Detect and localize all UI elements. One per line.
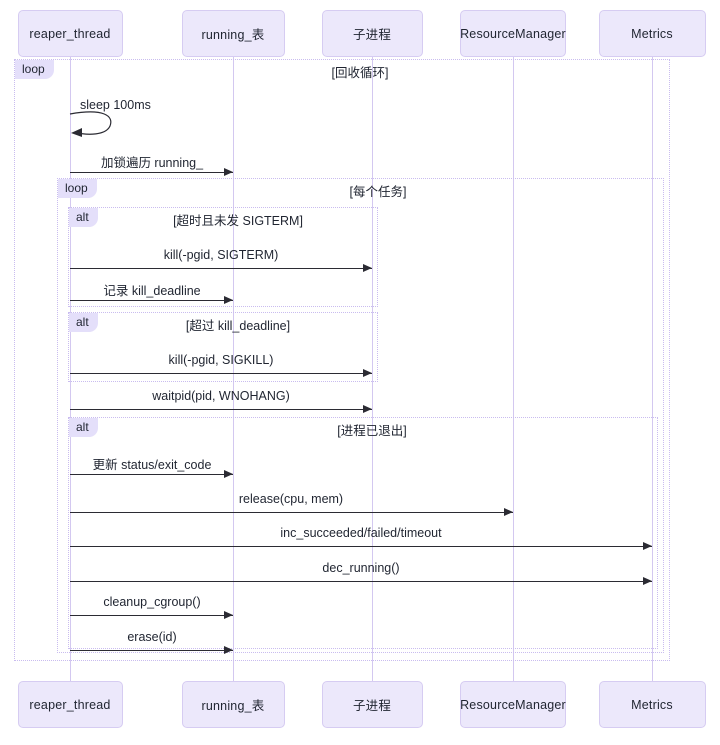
message-arrowhead-m-inc bbox=[643, 542, 652, 550]
fragment-condition-loop-inner: [每个任务] bbox=[349, 185, 407, 199]
message-line-m-erase bbox=[70, 650, 233, 651]
participant-label: reaper_thread bbox=[29, 697, 111, 712]
message-label-m-sleep: sleep 100ms bbox=[80, 98, 151, 112]
message-label-m-erase: erase(id) bbox=[127, 630, 177, 644]
lifeline-child bbox=[372, 57, 373, 681]
fragment-alt-killdeadline bbox=[68, 312, 378, 382]
fragment-alt-sigterm bbox=[68, 207, 378, 307]
fragment-label-alt-sigterm: alt bbox=[69, 208, 98, 227]
participant-label: 子进程 bbox=[352, 28, 392, 42]
lifeline-reaper bbox=[70, 57, 71, 681]
message-arrowhead-m-lock-iterate bbox=[224, 168, 233, 176]
message-line-m-inc bbox=[70, 546, 652, 547]
participant-bottom-metrics[interactable]: Metrics bbox=[598, 681, 706, 728]
message-label-m-dec: dec_running() bbox=[322, 561, 400, 575]
lifeline-metrics bbox=[652, 57, 653, 681]
fragment-condition-loop-outer: [回收循环] bbox=[331, 66, 389, 80]
fragment-label-alt-killdeadline: alt bbox=[69, 313, 98, 332]
message-label-m-kill-sigkill: kill(-pgid, SIGKILL) bbox=[168, 353, 274, 367]
message-label-m-release: release(cpu, mem) bbox=[238, 492, 344, 506]
fragment-condition-alt-exited: [进程已退出] bbox=[337, 424, 407, 438]
message-line-m-update-status bbox=[70, 474, 233, 475]
message-label-m-kill-sigterm: kill(-pgid, SIGTERM) bbox=[163, 248, 279, 262]
message-line-m-record-deadline bbox=[70, 300, 233, 301]
fragment-label-loop-inner: loop bbox=[58, 179, 97, 198]
fragment-condition-alt-killdeadline: [超过 kill_deadline] bbox=[185, 319, 291, 333]
message-label-m-record-deadline: 记录 kill_deadline bbox=[103, 284, 201, 298]
message-arrowhead-m-waitpid bbox=[363, 405, 372, 413]
message-line-m-dec bbox=[70, 581, 652, 582]
participant-label: Metrics bbox=[631, 26, 673, 41]
message-line-m-waitpid bbox=[70, 409, 372, 410]
lifeline-rm bbox=[513, 57, 514, 681]
message-label-m-cleanup: cleanup_cgroup() bbox=[103, 595, 201, 609]
participant-top-metrics[interactable]: Metrics bbox=[598, 10, 706, 57]
message-arrowhead-m-erase bbox=[224, 646, 233, 654]
message-line-m-lock-iterate bbox=[70, 172, 233, 173]
fragment-loop-inner bbox=[57, 178, 664, 653]
participant-top-child[interactable]: 子进程 bbox=[321, 10, 423, 57]
participant-bottom-rm[interactable]: ResourceManager bbox=[460, 681, 566, 728]
message-arrowhead-m-record-deadline bbox=[224, 296, 233, 304]
message-label-m-inc: inc_succeeded/failed/timeout bbox=[280, 526, 442, 540]
message-label-m-update-status: 更新 status/exit_code bbox=[92, 458, 212, 472]
message-arrowhead-m-kill-sigkill bbox=[363, 369, 372, 377]
message-line-m-kill-sigterm bbox=[70, 268, 372, 269]
message-label-m-waitpid: waitpid(pid, WNOHANG) bbox=[152, 389, 290, 403]
participant-label: ResourceManager bbox=[460, 26, 566, 41]
fragment-label-loop-outer: loop bbox=[15, 60, 54, 79]
participant-label: Metrics bbox=[631, 697, 673, 712]
participant-label: running_表 bbox=[201, 28, 265, 42]
participant-label: 子进程 bbox=[352, 699, 392, 713]
participant-top-reaper[interactable]: reaper_thread bbox=[17, 10, 123, 57]
message-arrowhead-m-update-status bbox=[224, 470, 233, 478]
participant-bottom-reaper[interactable]: reaper_thread bbox=[17, 681, 123, 728]
participant-top-rm[interactable]: ResourceManager bbox=[460, 10, 566, 57]
fragment-loop-outer bbox=[14, 59, 670, 661]
self-message-arrow-m-sleep bbox=[69, 106, 140, 146]
message-line-m-cleanup bbox=[70, 615, 233, 616]
participant-bottom-child[interactable]: 子进程 bbox=[321, 681, 423, 728]
fragment-label-alt-exited: alt bbox=[69, 418, 98, 437]
message-arrowhead-m-kill-sigterm bbox=[363, 264, 372, 272]
message-arrowhead-m-cleanup bbox=[224, 611, 233, 619]
participant-label: reaper_thread bbox=[29, 26, 111, 41]
lifeline-running bbox=[233, 57, 234, 681]
fragment-alt-exited bbox=[68, 417, 658, 649]
message-arrowhead-m-release bbox=[504, 508, 513, 516]
fragment-condition-alt-sigterm: [超时且未发 SIGTERM] bbox=[173, 214, 303, 228]
participant-top-running[interactable]: running_表 bbox=[181, 10, 285, 57]
message-line-m-kill-sigkill bbox=[70, 373, 372, 374]
message-arrowhead-m-dec bbox=[643, 577, 652, 585]
participant-label: running_表 bbox=[201, 699, 265, 713]
participant-bottom-running[interactable]: running_表 bbox=[181, 681, 285, 728]
participant-label: ResourceManager bbox=[460, 697, 566, 712]
message-line-m-release bbox=[70, 512, 513, 513]
message-label-m-lock-iterate: 加锁遍历 running_ bbox=[100, 156, 204, 170]
